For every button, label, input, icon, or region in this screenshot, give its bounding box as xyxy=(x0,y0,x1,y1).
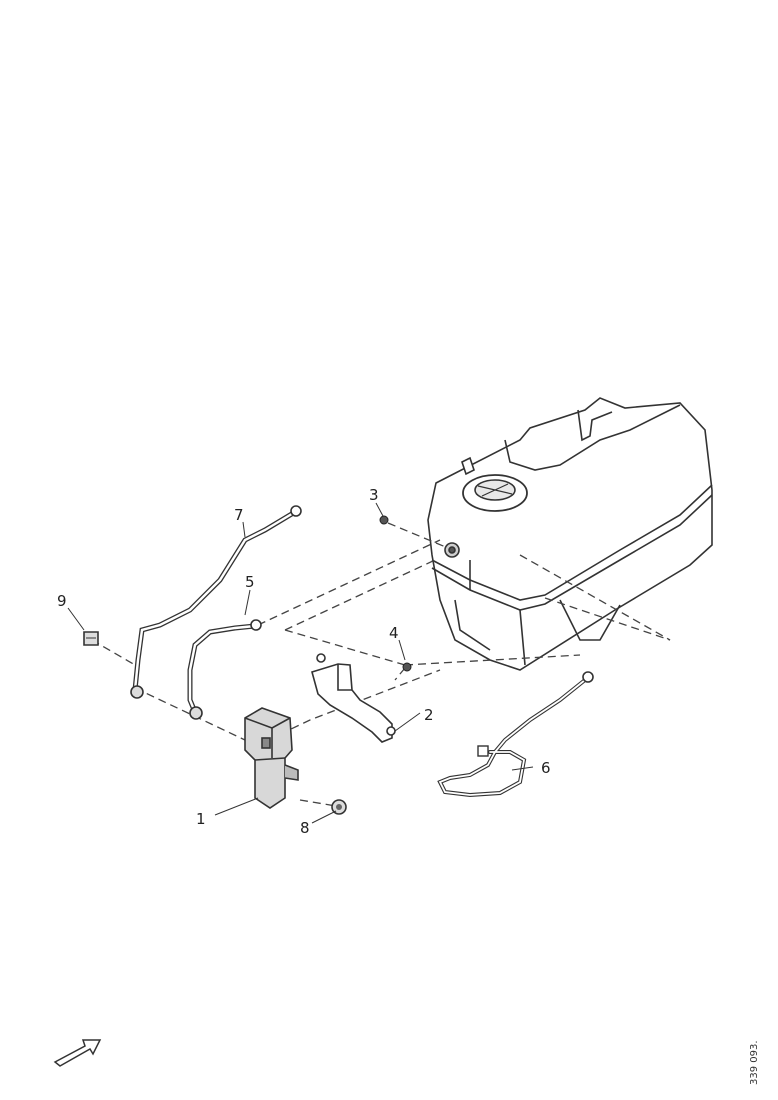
callout-3: 3 xyxy=(369,486,379,504)
reservoir-tank xyxy=(427,397,713,671)
callout-1: 1 xyxy=(196,810,206,828)
hose-7 xyxy=(132,509,298,693)
screw-4 xyxy=(402,662,412,672)
clip-9 xyxy=(83,631,99,646)
screw-3 xyxy=(379,515,389,525)
hose-5-end-fitting xyxy=(250,619,262,631)
drawing-code: 339 093. xyxy=(749,1040,760,1085)
hose-5-pump-fitting xyxy=(189,706,203,720)
cable-6-connector xyxy=(582,671,594,683)
washer-pump xyxy=(244,707,299,809)
callout-4: 4 xyxy=(389,624,399,642)
hose-7-pump-fitting xyxy=(130,685,144,699)
callout-5: 5 xyxy=(245,573,255,591)
callout-9: 9 xyxy=(57,592,67,610)
hose-5 xyxy=(187,623,258,715)
callout-2: 2 xyxy=(424,706,434,724)
bracket xyxy=(311,653,396,743)
hose-7-end-fitting xyxy=(290,505,302,517)
cable-6-plug xyxy=(477,745,489,757)
leader-lines xyxy=(67,502,534,824)
callout-6: 6 xyxy=(541,759,551,777)
nut-8 xyxy=(331,799,347,815)
callout-8: 8 xyxy=(300,819,310,837)
callout-7: 7 xyxy=(234,506,244,524)
front-direction-arrow-icon xyxy=(53,1039,102,1067)
